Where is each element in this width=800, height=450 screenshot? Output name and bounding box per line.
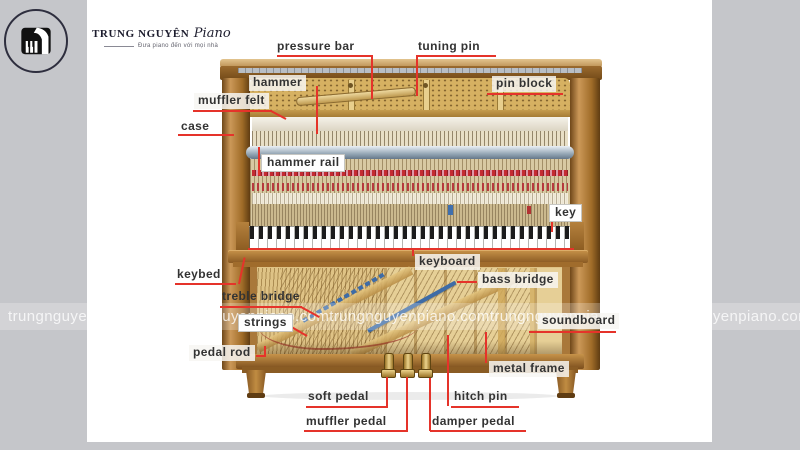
piano-felt-strip [252, 183, 568, 191]
leader-line [429, 378, 431, 431]
piano-logo-icon [21, 27, 51, 55]
leader-line [418, 55, 496, 57]
label-muffler-felt: muffler felt [194, 93, 269, 109]
piano-muffler-felt [252, 117, 568, 131]
watermark-band: trungnguyenpiano.com trungnguyenpiano.co… [0, 303, 800, 330]
action-part [448, 205, 453, 215]
brand-logo-badge [4, 9, 68, 73]
label-soundboard: soundboard [538, 313, 620, 329]
label-treble-bridge: treble bridge [222, 289, 300, 303]
panel-shadow [250, 341, 570, 355]
brand-tagline: Đưa piano đến với mọi nhà [104, 43, 218, 49]
label-metal-frame: metal frame [489, 361, 569, 377]
leader-line [485, 332, 487, 363]
soft-pedal-foot [381, 369, 396, 378]
watermark-text: trungnguyenpiano.com [650, 308, 800, 325]
piano-felt-strip [252, 170, 568, 176]
leader-line [277, 55, 373, 57]
leader-line [406, 377, 408, 431]
brand-name-script: Piano [193, 26, 231, 41]
leader-line [430, 430, 526, 432]
leader-line [220, 306, 302, 308]
panel-post [562, 267, 570, 355]
leader-line [258, 147, 260, 175]
watermark-text: trungnguyenpiano.com [8, 308, 169, 325]
piano-keybed [228, 250, 588, 263]
label-hitch-pin: hitch pin [454, 389, 508, 403]
leader-line [447, 335, 449, 406]
piano-cheek-block [236, 222, 249, 252]
label-key: key [549, 204, 583, 222]
piano-foot [557, 393, 575, 398]
label-tuning-pin: tuning pin [418, 39, 480, 53]
leader-line [551, 221, 553, 232]
piano-black-keys [248, 226, 570, 239]
label-strings: strings [238, 314, 293, 332]
piano-plate-beam [250, 110, 570, 117]
leader-line [451, 406, 519, 408]
leader-line [529, 331, 616, 333]
leader-line [306, 406, 388, 408]
watermark-text: trungnguyenpiano.com [329, 308, 490, 325]
leader-line [175, 283, 236, 285]
piano-hammerheads [252, 193, 568, 204]
leader-line [457, 281, 477, 283]
brand-name: TRUNG NGUYÊN Piano [92, 24, 231, 42]
tagline-rule [104, 45, 134, 47]
label-keybed: keybed [177, 267, 221, 281]
label-keyboard: keyboard [415, 254, 480, 270]
leader-line [487, 93, 563, 95]
leader-line [316, 86, 318, 134]
label-soft-pedal: soft pedal [308, 389, 369, 403]
piano-hammers [252, 131, 568, 147]
leader-line [256, 355, 266, 357]
label-damper-pedal: damper pedal [432, 414, 515, 428]
leader-line [412, 250, 414, 256]
damper-pedal-foot [418, 369, 433, 378]
label-case: case [181, 119, 210, 133]
brand-name-text: TRUNG NGUYÊN [92, 28, 190, 40]
piano-foot [247, 393, 265, 398]
leader-line [248, 248, 574, 250]
label-muffler-pedal: muffler pedal [306, 414, 387, 428]
frame-strut [498, 268, 505, 354]
plate-screw [348, 83, 353, 88]
leader-line [304, 430, 408, 432]
label-pressure-bar: pressure bar [277, 39, 355, 53]
plate-divider [497, 80, 504, 110]
plate-divider [423, 80, 430, 110]
piano-leg [245, 370, 267, 396]
leader-line [264, 346, 266, 357]
plate-screw [423, 83, 428, 88]
label-hammer-rail: hammer rail [261, 154, 346, 172]
leader-line [193, 110, 272, 112]
label-pedal-rod: pedal rod [189, 345, 255, 361]
label-hammer: hammer [249, 75, 307, 91]
piano-hinge-strip [238, 68, 582, 73]
action-part [527, 206, 531, 214]
piano-action-lower [252, 204, 568, 226]
tagline-text: Đưa piano đến với mọi nhà [138, 43, 219, 49]
label-pin-block: pin block [492, 76, 557, 92]
bass-string-curve [258, 326, 418, 350]
panel-post [250, 267, 257, 355]
leader-line [416, 55, 418, 96]
floor-shadow [262, 392, 558, 400]
leader-line [386, 377, 388, 407]
piano-lid-top [220, 59, 602, 68]
leader-line [178, 134, 234, 136]
piano-keybed-ledge [233, 262, 583, 267]
frame-strut [530, 268, 535, 354]
label-bass-bridge: bass bridge [478, 272, 558, 288]
leader-line [371, 55, 373, 99]
piano-cheek-block [570, 222, 584, 252]
